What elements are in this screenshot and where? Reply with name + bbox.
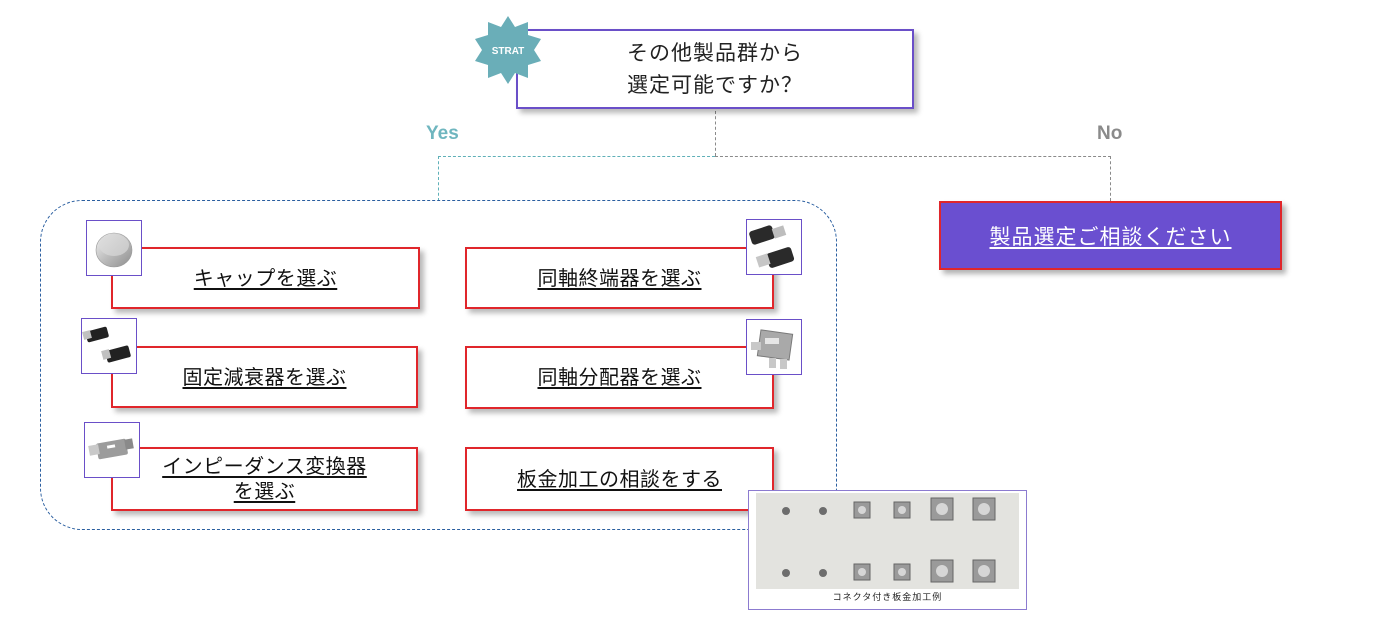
fixed-attenuator-option-label: 固定減衰器を選ぶ (182, 364, 347, 389)
divider-icon (751, 329, 794, 369)
sheet-metal-example-caption: コネクタ付き板金加工例 (832, 593, 943, 603)
cap-option-label: キャップを選ぶ (193, 265, 338, 290)
coax-terminator-product-image (746, 219, 802, 275)
yes-options-group (40, 200, 837, 530)
connector-no-down (1110, 156, 1111, 201)
start-question-box: その他製品群から 選定可能ですか？ (516, 29, 914, 109)
impedance-converter-icon (88, 438, 134, 460)
coax-terminator-option-button[interactable]: 同軸終端器を選ぶ (465, 247, 774, 309)
sheet-metal-connectors-icon (756, 493, 1019, 589)
coax-divider-option-button[interactable]: 同軸分配器を選ぶ (465, 346, 774, 409)
product-consult-button[interactable]: 製品選定ご相談ください (939, 201, 1282, 270)
no-label: No (1097, 123, 1123, 144)
coax-divider-option-label: 同軸分配器を選ぶ (537, 365, 702, 389)
sheet-metal-example-photo (756, 493, 1019, 589)
start-badge-label: STRAT (492, 46, 525, 57)
connector-yes-down (438, 156, 439, 201)
star-badge-icon: STRAT (475, 16, 541, 84)
connector-no-horizontal (715, 156, 1111, 157)
yes-label: Yes (426, 123, 459, 144)
impedance-converter-label-line2: を選ぶ (233, 479, 296, 503)
cap-product-image (86, 220, 142, 276)
fixed-attenuator-option-button[interactable]: 固定減衰器を選ぶ (111, 346, 418, 408)
coax-terminator-option-label: 同軸終端器を選ぶ (537, 265, 702, 290)
sheet-metal-example-panel: コネクタ付き板金加工例 (748, 490, 1027, 610)
sheet-metal-consult-option-button[interactable]: 板金加工の相談をする (465, 447, 774, 511)
start-badge: STRAT (472, 14, 544, 86)
cap-option-button[interactable]: キャップを選ぶ (111, 247, 420, 309)
attenuator-icon (82, 326, 131, 363)
fixed-attenuator-product-image (81, 318, 137, 374)
impedance-converter-label-line1: インピーダンス変換器 (162, 454, 367, 478)
cap-icon (95, 232, 133, 268)
coax-terminator-icon (749, 225, 795, 268)
sheet-metal-option-label: 板金加工の相談をする (517, 466, 722, 491)
connector-yes-horizontal (438, 156, 715, 157)
impedance-converter-product-image (84, 422, 140, 478)
question-line-2: 選定可能ですか？ (627, 73, 803, 97)
coax-divider-product-image (746, 319, 802, 375)
question-line-1: その他製品群から (627, 41, 803, 65)
connector-start-down (715, 111, 716, 156)
impedance-converter-option-button[interactable]: インピーダンス変換器 を選ぶ (111, 447, 418, 511)
product-consult-label: 製品選定ご相談ください (989, 224, 1232, 249)
